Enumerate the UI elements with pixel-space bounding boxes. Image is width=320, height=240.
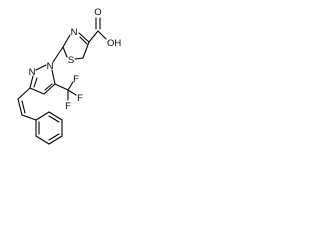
bond-vinyl-phenyl (21, 114, 37, 121)
bond-c2-pyrazole-n1 (52, 46, 64, 63)
chemical-structure-diagram: O OH N S N N F F F (0, 0, 131, 162)
bond-vinyl-double-b (21, 100, 26, 114)
atom-label-pyrazole-n1: N (47, 61, 54, 72)
bond-n2-c3 (29, 75, 34, 89)
bond-ph-5-6 (35, 135, 50, 145)
bond-n3-c4 (78, 32, 90, 43)
atom-label-fluorine-3: F (65, 101, 71, 112)
bond-ph-2-3 (48, 111, 63, 121)
bond-ph-1-2 (35, 111, 50, 121)
atom-label-carboxyl-o: O (94, 7, 101, 18)
atom-labels: O OH N S N N F F F (29, 7, 122, 112)
bond-n2-c3-inner (33, 77, 38, 88)
bond-s1-c2 (62, 46, 68, 58)
atom-label-thiazole-s: S (68, 55, 74, 66)
bond-c4-cooh (88, 30, 99, 43)
bond-c-oh (97, 30, 107, 40)
bond-lines (17, 17, 107, 145)
atom-label-fluorine-2: F (77, 93, 83, 104)
bond-c4-c5 (82, 41, 90, 59)
bond-ph-4-5 (48, 135, 63, 145)
bond-cf3-f2 (67, 89, 77, 96)
bond-c4-c5 (43, 83, 56, 95)
bond-ph-inner-b (48, 133, 60, 141)
atom-label-fluorine-1: F (73, 74, 79, 85)
bond-c5-s1 (74, 57, 84, 60)
bond-ph-inner-a (48, 115, 60, 123)
bond-c5-n1 (51, 69, 56, 85)
bond-vinyl-double-a (17, 98, 23, 116)
bond-cf3-f1 (67, 81, 74, 91)
bond-c3-c4 (29, 87, 45, 95)
bond-c2-n3 (62, 34, 71, 48)
bond-c3-vinyl (17, 87, 31, 100)
bond-n3-c4-inner (79, 36, 88, 45)
bond-c4-c5-inner (44, 83, 53, 91)
atom-label-thiazole-n: N (71, 27, 78, 38)
bond-c5-cf3 (54, 83, 69, 91)
bond-n1-n2 (35, 64, 47, 71)
atom-label-hydroxyl: OH (107, 38, 121, 49)
atom-label-pyrazole-n2: N (29, 67, 36, 78)
